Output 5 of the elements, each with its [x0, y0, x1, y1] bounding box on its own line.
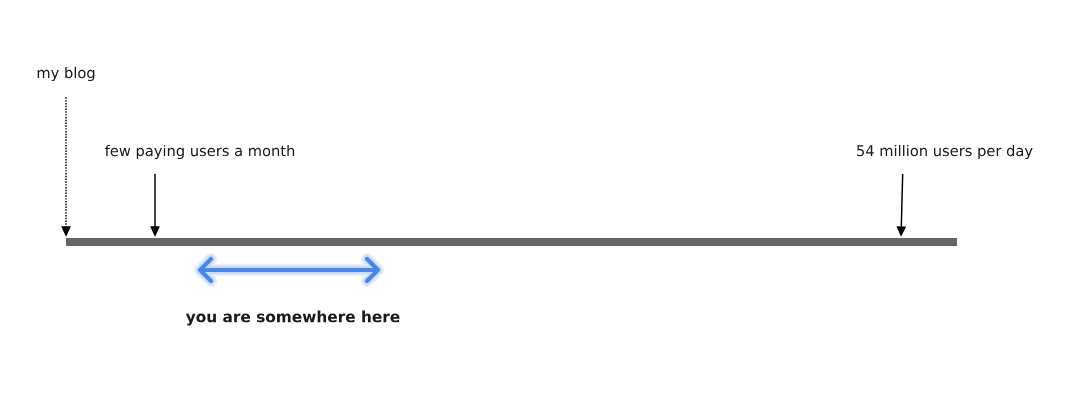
text-label: few paying users a month — [105, 144, 295, 160]
scale-bar — [66, 238, 957, 246]
text-label: my blog — [37, 66, 95, 82]
text-label: 54 million users per day — [857, 144, 1033, 160]
caption-text: you are somewhere here — [185, 310, 400, 326]
